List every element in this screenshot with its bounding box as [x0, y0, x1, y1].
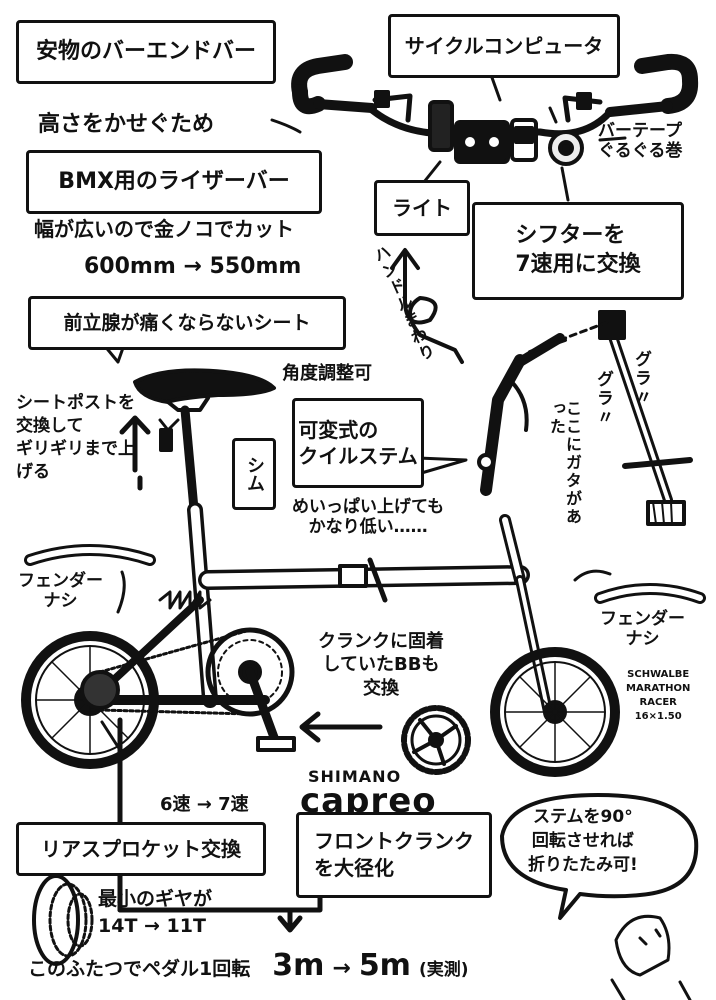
- height-note: 高さをかせぐため: [38, 112, 214, 137]
- pedal-arrow: →: [332, 956, 350, 981]
- pedal-summary: このふたつでペダル1回転 3m → 5m (実測): [28, 948, 469, 988]
- pedal-distance-after: 5m: [359, 948, 411, 983]
- smallest-gear-note: 最小のギヤが 14T → 11T: [98, 886, 212, 939]
- bar-end-bar-box: 安物のバーエンドバー: [16, 20, 276, 84]
- shim-label: シム: [245, 456, 263, 492]
- bmx-riser-label: BMX用のライザーバー: [58, 171, 289, 193]
- bar-end-bar-label: 安物のバーエンドバー: [36, 41, 256, 63]
- quill-stem-box: 可変式の クイルステム: [292, 398, 424, 488]
- light-box: ライト: [374, 180, 470, 236]
- gura-note-2: グラ〃: [594, 370, 611, 427]
- width-note: 幅が広いので金ノコでカット: [34, 218, 294, 241]
- cycle-computer-label: サイクルコンピュータ: [405, 36, 604, 56]
- speed-change-note: 6速 → 7速: [160, 795, 249, 816]
- loose-here-note: ここにガタがあった: [548, 400, 580, 528]
- seat-label: 前立腺が痛くならないシート: [63, 314, 310, 333]
- fender-rear-note: フェンダー ナシ: [18, 572, 103, 611]
- quill-stem-label: 可変式の クイルステム: [298, 417, 417, 469]
- gura-note-1: グラ〃: [632, 350, 649, 407]
- front-crank-label: フロントクランク を大径化: [314, 828, 474, 882]
- front-wheel-drawing: [495, 652, 615, 772]
- pedal-measured-note: (実測): [419, 955, 469, 980]
- angle-adjust-note: 角度調整可: [282, 364, 372, 385]
- seat-box: 前立腺が痛くならないシート: [28, 296, 346, 350]
- chainring-drawing: [404, 708, 468, 772]
- bar-tape-note: バーテープ ぐるぐる巻: [598, 122, 682, 161]
- fold-note: ステムを90° 回転させれば 折りたたみ可!: [528, 806, 638, 877]
- shim-box: シム: [232, 438, 276, 510]
- rear-sprocket-label: リアスプロケット交換: [41, 839, 241, 859]
- cycle-computer-box: サイクルコンピュータ: [388, 14, 620, 78]
- shifter-label: シフターを 7速用に交換: [515, 222, 640, 279]
- pedal-distance-before: 3m: [272, 948, 324, 983]
- crank-note: クランクに固着 していたBBも 交換: [318, 630, 444, 700]
- bmx-riser-box: BMX用のライザーバー: [26, 150, 322, 214]
- tire-note: SCHWALBE MARATHON RACER 16×1.50: [626, 668, 690, 724]
- front-crank-box: フロントクランク を大径化: [296, 812, 492, 898]
- seatpost-note: シートポストを交換して ギリギリまで上げる: [16, 392, 136, 484]
- shifter-box: シフターを 7速用に交換: [472, 202, 684, 300]
- fender-front-note: フェンダー ナシ: [600, 610, 685, 649]
- light-label: ライト: [392, 198, 452, 218]
- still-low-note: めいっぱい上げても かなり低い……: [292, 498, 444, 537]
- width-change: 600mm → 550mm: [84, 254, 301, 279]
- rear-sprocket-box: リアスプロケット交換: [16, 822, 266, 876]
- pedal-summary-prefix: このふたつでペダル1回転: [28, 954, 250, 981]
